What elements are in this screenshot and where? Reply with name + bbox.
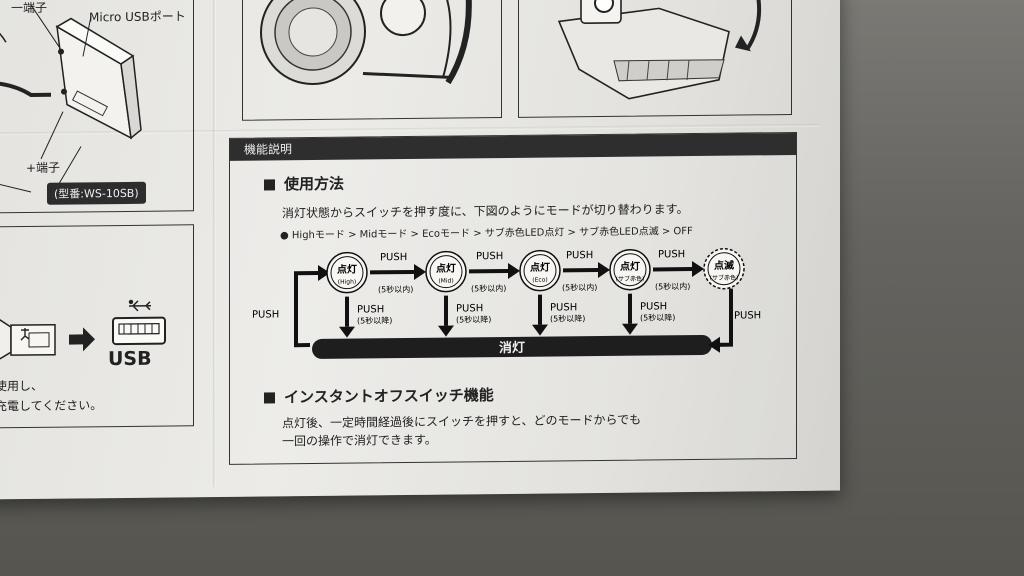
- off-transition-red: PUSH (5秒以降): [622, 293, 675, 335]
- mode-red-blink-label: 点滅: [714, 259, 734, 272]
- within5-label-2: (5秒以内): [471, 283, 506, 293]
- terminal-plus-label: +端子: [26, 160, 61, 176]
- usage-title-text: 使用方法: [284, 174, 345, 194]
- mode-node-red-on: 点灯 (サブ赤色): [609, 248, 651, 291]
- after5-label-4: (5秒以降): [640, 312, 675, 322]
- within5-label-4: (5秒以内): [655, 281, 690, 291]
- push-label-2: PUSH: [476, 251, 503, 262]
- mode-node-red-blink: 点滅 (サブ赤色): [703, 247, 745, 290]
- headlamp-rotation-drawing: [557, 0, 762, 100]
- mode-mid-sub: (Mid): [438, 278, 453, 285]
- mode-high-sub: (High): [338, 279, 356, 286]
- instant-off-title: インスタントオフスイッチ機能: [264, 384, 494, 407]
- push-down-label-4: PUSH: [640, 301, 667, 312]
- mode-sequence-text: ● Highモード > Midモード > Ecoモード > サブ赤色LED点灯 …: [280, 226, 693, 242]
- after5-label-1: (5秒以降): [357, 315, 392, 325]
- push-label-loop: PUSH: [252, 309, 279, 320]
- headlamp-front-illustration: [242, 0, 502, 121]
- transition-red-to-blink: PUSH (5秒以内): [653, 249, 704, 291]
- within5-label-1: (5秒以内): [378, 284, 413, 294]
- push-label-3: PUSH: [566, 250, 593, 261]
- battery-diagram-panel: 一端子 Micro USBポート +端子 (型番:WS-10SB): [0, 0, 194, 214]
- off-transition-eco: PUSH (5秒以降): [532, 294, 585, 336]
- micro-usb-port-label: Micro USBポート: [89, 9, 186, 25]
- mode-red-on-label: 点灯: [620, 260, 640, 273]
- after5-label-2: (5秒以降): [456, 314, 491, 324]
- charge-instruction-line-1: ルを使用し、: [0, 378, 44, 394]
- instant-off-desc-1: 点灯後、一定時間経過後にスイッチを押すと、どのモードからでも: [282, 412, 642, 431]
- square-bullet-icon: [264, 179, 275, 191]
- headlamp-front-drawing: [260, 0, 472, 86]
- push-label-return: PUSH: [734, 310, 761, 321]
- after5-label-3: (5秒以降): [550, 313, 585, 323]
- function-header: 機能説明: [230, 132, 796, 161]
- off-bar: [312, 334, 712, 359]
- mode-high-label: 点灯: [337, 263, 357, 276]
- mode-eco-sub: (Eco): [532, 277, 547, 284]
- transition-high-to-mid: PUSH (5秒以内): [370, 252, 426, 294]
- push-down-label-2: PUSH: [456, 303, 483, 314]
- loop-back-path: [294, 270, 318, 348]
- loop-back-arrowhead-icon: [318, 264, 330, 281]
- return-path: [714, 288, 733, 347]
- transition-mid-to-eco: PUSH (5秒以内): [469, 251, 520, 293]
- push-down-label-1: PUSH: [357, 304, 384, 315]
- headlamp-rotation-illustration: [518, 0, 792, 118]
- return-arrowhead-icon: [708, 336, 720, 353]
- push-down-label-3: PUSH: [550, 302, 577, 313]
- instant-off-title-text: インスタントオフスイッチ機能: [284, 386, 494, 407]
- square-bullet-icon: [264, 392, 275, 404]
- mode-mid-label: 点灯: [436, 262, 456, 275]
- usb-cable-drawing: [0, 299, 166, 361]
- off-transition-high: PUSH (5秒以降): [339, 296, 392, 338]
- within5-label-3: (5秒以内): [562, 282, 597, 292]
- charge-instruction-line-2: から充電してください。: [0, 398, 103, 414]
- battery-pack-drawing: [0, 4, 142, 193]
- mode-flow-diagram: PUSH 消灯 PUSH 点灯 (High) 点灯 (Mid): [252, 247, 761, 359]
- terminal-minus-label: 一端子: [11, 0, 48, 16]
- mode-node-mid: 点灯 (Mid): [425, 250, 467, 293]
- model-number-badge: (型番:WS-10SB): [47, 181, 146, 205]
- off-bar-label: 消灯: [499, 340, 525, 356]
- mode-node-high: 点灯 (High): [326, 251, 368, 294]
- mode-node-eco: 点灯 (Eco): [519, 249, 561, 292]
- push-label-1: PUSH: [380, 252, 407, 263]
- instant-off-desc-2: 一回の操作で消灯できます。: [282, 432, 437, 449]
- instruction-sheet: 一端子 Micro USBポート +端子 (型番:WS-10SB) USB ルを…: [0, 0, 840, 500]
- mode-eco-label: 点灯: [530, 261, 550, 274]
- mode-red-on-sub: (サブ赤色): [616, 275, 645, 283]
- usb-label: USB: [108, 347, 152, 371]
- usb-charging-panel: USB ルを使用し、 から充電してください。: [0, 224, 194, 429]
- transition-eco-to-red: PUSH (5秒以内): [562, 250, 610, 292]
- push-label-4: PUSH: [658, 249, 685, 260]
- usage-title: 使用方法: [264, 173, 344, 195]
- fold-crease-vertical: [213, 0, 216, 488]
- off-transition-mid: PUSH (5秒以降): [438, 295, 491, 337]
- usage-description: 消灯状態からスイッチを押す度に、下図のようにモードが切り替わります。: [282, 202, 689, 221]
- function-description-panel: 機能説明 使用方法 消灯状態からスイッチを押す度に、下図のようにモードが切り替わ…: [229, 131, 797, 465]
- mode-red-blink-sub: (サブ赤色): [710, 274, 739, 282]
